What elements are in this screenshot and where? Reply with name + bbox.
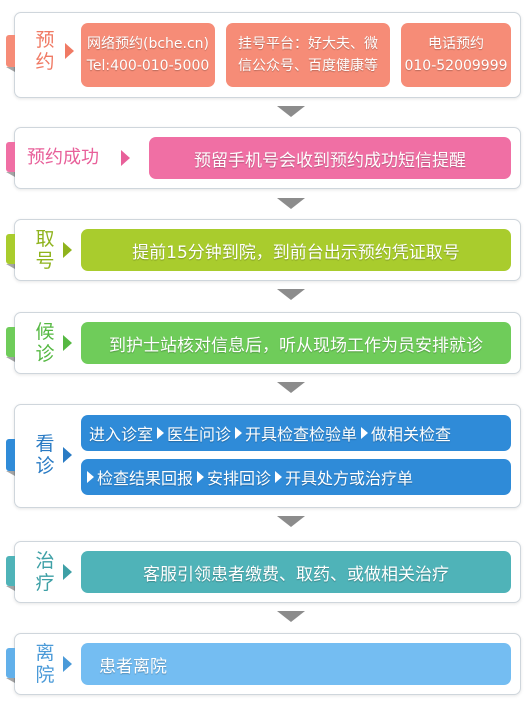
consult-step: 开具检查检验单 bbox=[245, 425, 358, 444]
pointer-icon bbox=[63, 242, 72, 258]
pointer-icon bbox=[121, 150, 130, 166]
pointer-icon bbox=[63, 564, 72, 580]
consult-step: 医生问诊 bbox=[167, 425, 232, 444]
step-leave: 离院 患者离院 bbox=[6, 633, 521, 695]
consult-step: 安排回诊 bbox=[207, 469, 272, 488]
step-label-treat: 治疗 bbox=[35, 550, 55, 594]
step-tag bbox=[6, 35, 15, 72]
step-label-pickup: 取号 bbox=[35, 228, 55, 272]
chevron-right-icon bbox=[361, 427, 369, 439]
step-success: 预约成功 预留手机号会收到预约成功短信提醒 bbox=[6, 127, 521, 189]
step-consult: 看诊 进入诊室 医生问诊 开具检查检验单 做相关检查 检查结果回报 安排回诊 开… bbox=[6, 404, 521, 508]
chevron-right-icon bbox=[87, 471, 94, 483]
step-label-success: 预约成功 bbox=[27, 147, 99, 168]
success-box: 预留手机号会收到预约成功短信提醒 bbox=[149, 137, 511, 179]
step-tag bbox=[6, 234, 15, 269]
online-booking-box: 网络预约(bche.cn) Tel:400-010-5000 bbox=[81, 23, 215, 87]
step-label-reserve: 预约 bbox=[35, 29, 55, 73]
leave-box: 患者离院 bbox=[81, 643, 511, 685]
step-tag bbox=[6, 556, 15, 591]
step-label-waiting: 候诊 bbox=[35, 321, 55, 365]
down-arrow-icon bbox=[277, 516, 305, 527]
chevron-right-icon bbox=[275, 471, 283, 483]
consult-step: 进入诊室 bbox=[89, 425, 154, 444]
down-arrow-icon bbox=[277, 382, 305, 393]
step-pickup: 取号 提前15分钟到院，到前台出示预约凭证取号 bbox=[6, 219, 521, 281]
pointer-icon bbox=[63, 335, 72, 351]
consult-step: 开具处方或治疗单 bbox=[285, 469, 414, 488]
platform-booking-box: 挂号平台：好大夫、微 信公众号、百度健康等 bbox=[226, 23, 390, 87]
step-label-leave: 离院 bbox=[35, 642, 55, 686]
chevron-right-icon bbox=[197, 471, 205, 483]
chevron-right-icon bbox=[235, 427, 243, 439]
down-arrow-icon bbox=[277, 289, 305, 300]
down-arrow-icon bbox=[277, 611, 305, 622]
down-arrow-icon bbox=[277, 106, 305, 117]
step-tag bbox=[6, 142, 15, 177]
step-treat: 治疗 客服引领患者缴费、取药、或做相关治疗 bbox=[6, 541, 521, 603]
treat-box: 客服引领患者缴费、取药、或做相关治疗 bbox=[81, 551, 511, 593]
pointer-icon bbox=[63, 656, 72, 672]
step-label-consult: 看诊 bbox=[35, 433, 55, 477]
step-tag bbox=[6, 439, 15, 476]
waiting-box: 到护士站核对信息后，听从现场工作为员安排就诊 bbox=[81, 322, 511, 364]
step-tag bbox=[6, 648, 15, 683]
step-reserve: 预约 网络预约(bche.cn) Tel:400-010-5000 挂号平台：好… bbox=[6, 12, 521, 98]
down-arrow-icon bbox=[277, 198, 305, 209]
step-waiting: 候诊 到护士站核对信息后，听从现场工作为员安排就诊 bbox=[6, 312, 521, 374]
phone-booking-box: 电话预约 010-52009999 bbox=[401, 23, 511, 87]
consult-step: 检查结果回报 bbox=[97, 469, 194, 488]
pointer-icon bbox=[65, 43, 74, 59]
pickup-box: 提前15分钟到院，到前台出示预约凭证取号 bbox=[81, 229, 511, 271]
consult-row-1: 进入诊室 医生问诊 开具检查检验单 做相关检查 bbox=[81, 415, 511, 451]
consult-row-2: 检查结果回报 安排回诊 开具处方或治疗单 bbox=[81, 459, 511, 495]
chevron-right-icon bbox=[157, 427, 165, 439]
pointer-icon bbox=[63, 447, 72, 463]
step-tag bbox=[6, 327, 15, 362]
consult-step: 做相关检查 bbox=[371, 425, 452, 444]
